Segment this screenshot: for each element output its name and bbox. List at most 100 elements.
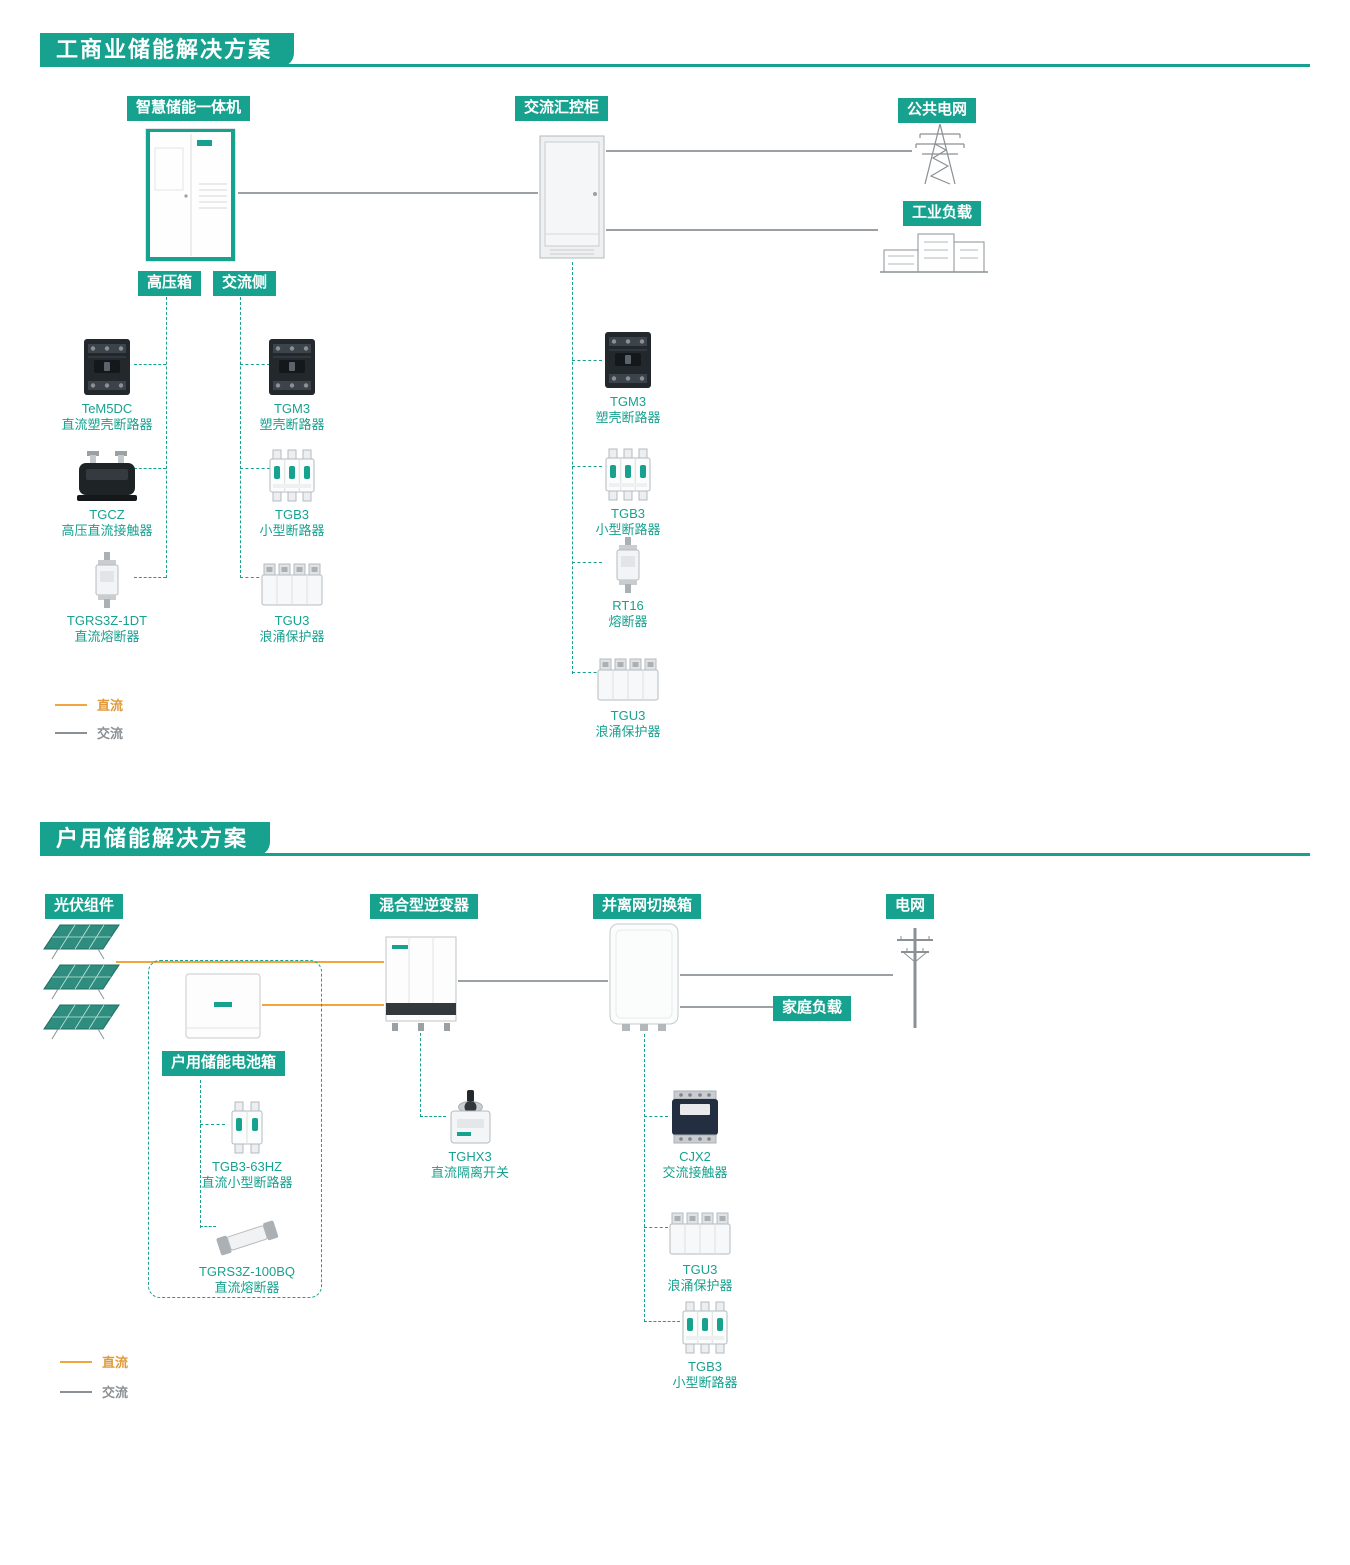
product-tgu3-right: TGU3 浪涌保护器 (568, 644, 688, 741)
battery-box-illustration (184, 972, 262, 1047)
dc-line-swatch (55, 703, 87, 706)
dash-stub-tgb3-63hz (200, 1124, 225, 1125)
product-tgu3: TGU3 浪涌保护器 (640, 1198, 760, 1295)
dash-stub-tgu3-left (240, 577, 270, 578)
product-name: TGB3 (611, 506, 645, 521)
legend-dc-row: 直流 (55, 695, 123, 714)
label-switch-box: 并离网切换箱 (593, 894, 702, 919)
product-name: TGRS3Z-100BQ (198, 1264, 296, 1279)
line-battery-to-inverter (262, 1004, 384, 1006)
product-desc: 直流塑壳断路器 (61, 417, 153, 433)
product-name: TGU3 (682, 1262, 718, 1277)
product-desc: 高压直流接触器 (61, 523, 153, 539)
product-desc: 直流熔断器 (74, 629, 140, 645)
line-switchbox-to-homeload (680, 1006, 773, 1008)
mcb-breaker-icon (232, 443, 352, 503)
section2-underline (40, 853, 1310, 856)
dash-stub-tgb3 (644, 1321, 680, 1322)
dc-label: 直流 (102, 1355, 129, 1370)
section1-title: 工商业储能解决方案 (40, 33, 295, 67)
line-inverter-to-switchbox (458, 980, 608, 982)
product-tem5dc: TeM5DC 直流塑壳断路器 (47, 337, 167, 434)
product-rt16: RT16 熔断器 (568, 534, 688, 631)
ac-line-swatch (55, 731, 87, 734)
label-ac-side: 交流侧 (213, 271, 277, 296)
switch-box-illustration (608, 922, 680, 1039)
product-desc: 小型断路器 (595, 522, 661, 538)
legend-dc-row: 直流 (60, 1352, 128, 1371)
dash-stub-cjx2 (644, 1116, 668, 1117)
battery-region-dashbox (148, 960, 322, 1298)
industrial-building-illustration (878, 226, 990, 279)
product-tgcz: TGCZ 高压直流接触器 (47, 443, 167, 540)
ac-label: 交流 (102, 1385, 129, 1400)
label-grid: 电网 (886, 894, 935, 919)
dc-contactor-icon (47, 443, 167, 503)
spd-icon (232, 549, 352, 609)
label-smart-storage-unit: 智慧储能一体机 (127, 96, 251, 121)
line-pv-to-inverter (116, 961, 384, 963)
label-pv-modules: 光伏组件 (45, 894, 124, 919)
product-desc: 熔断器 (608, 614, 648, 630)
storage-cabinet-illustration (143, 126, 238, 271)
dash-stub-tgrs1dt (134, 577, 166, 578)
product-desc: 小型断路器 (672, 1375, 738, 1391)
dash-stub-tgu3 (644, 1227, 668, 1228)
dash-switchbox-column (644, 1034, 645, 1322)
product-name: TGB3-63HZ (211, 1159, 283, 1174)
product-tgm3-right: TGM3 塑壳断路器 (568, 330, 688, 427)
product-tgm3-left: TGM3 塑壳断路器 (232, 337, 352, 434)
product-tgrs3z-100bq: TGRS3Z-100BQ 直流熔断器 (187, 1200, 307, 1297)
mccb-breaker-icon (232, 337, 352, 397)
dash-accabinet-column (572, 262, 573, 674)
label-industrial-load: 工业负载 (903, 201, 982, 226)
line-accabinet-to-industrial (606, 229, 878, 231)
mcb-breaker-icon (568, 442, 688, 502)
mcb-breaker-icon (645, 1295, 765, 1355)
line-storage-to-accabinet (238, 192, 538, 194)
product-tgb3-left: TGB3 小型断路器 (232, 443, 352, 540)
product-cjx2: CJX2 交流接触器 (635, 1085, 755, 1182)
dash-battery-column (200, 1080, 201, 1228)
product-name: TGRS3Z-1DT (66, 613, 148, 628)
mcb-breaker-icon (187, 1095, 307, 1155)
dash-stub-tghx3 (420, 1116, 446, 1117)
ac-contactor-icon (635, 1085, 755, 1145)
dash-stub-tgm3-right (572, 360, 602, 361)
spd-icon (640, 1198, 760, 1258)
label-hybrid-inverter: 混合型逆变器 (370, 894, 479, 919)
dc-line-swatch (60, 1360, 92, 1363)
pv-panels-illustration (42, 922, 122, 1047)
product-name: TGM3 (609, 394, 647, 409)
dash-inverter-column (420, 1033, 421, 1117)
product-desc: 直流隔离开关 (430, 1165, 509, 1181)
product-name: TGHX3 (448, 1149, 492, 1164)
product-name: TGB3 (688, 1359, 722, 1374)
label-battery-box: 户用储能电池箱 (162, 1051, 286, 1076)
dash-stub-tem5dc (134, 364, 166, 365)
dash-stub-tgcz (134, 468, 166, 469)
product-tgrs3z-1dt: TGRS3Z-1DT 直流熔断器 (47, 549, 167, 646)
cylindrical-fuse-icon (187, 1200, 307, 1260)
legend-ac-row: 交流 (55, 723, 123, 742)
utility-pole-illustration (893, 926, 937, 1035)
product-desc: 直流小型断路器 (201, 1175, 293, 1191)
dc-isolator-icon (410, 1085, 530, 1145)
spd-icon (568, 644, 688, 704)
dash-acside-column (240, 297, 241, 578)
dash-stub-tgu3-right (572, 672, 602, 673)
fuse-icon (568, 534, 688, 594)
product-name: TGU3 (274, 613, 310, 628)
product-tgb3-right: TGB3 小型断路器 (568, 442, 688, 539)
product-name: TGU3 (610, 708, 646, 723)
product-tgb3: TGB3 小型断路器 (645, 1295, 765, 1392)
product-name: TGM3 (273, 401, 311, 416)
product-desc: 塑壳断路器 (259, 417, 325, 433)
dash-stub-rt16 (572, 562, 602, 563)
dash-stub-tgrs3z-100bq (200, 1226, 216, 1227)
mccb-breaker-icon (568, 330, 688, 390)
product-desc: 直流熔断器 (214, 1280, 280, 1296)
hybrid-inverter-illustration (384, 933, 458, 1038)
ac-label: 交流 (97, 726, 124, 741)
